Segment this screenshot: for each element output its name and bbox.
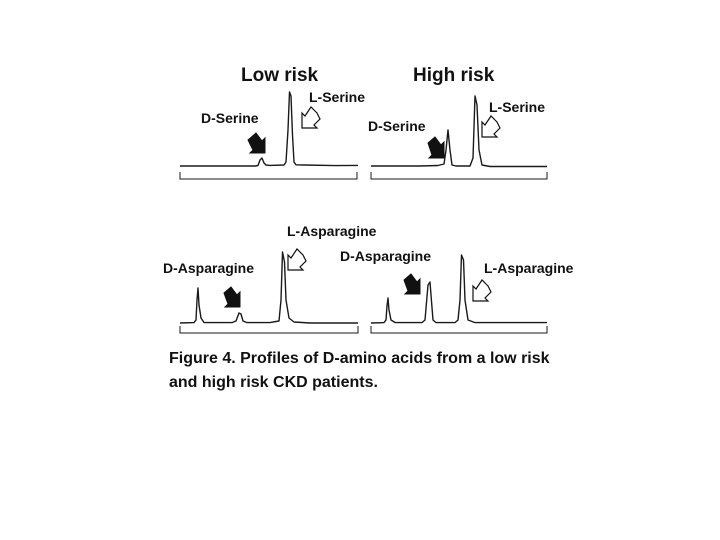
peak-label-high-l-asparagine: L-Asparagine	[484, 260, 574, 276]
panel-title-high-risk: High risk	[413, 65, 495, 86]
panel-low-risk-serine	[179, 91, 359, 180]
figure-caption-line-1: Figure 4. Profiles of D-amino acids from…	[169, 350, 550, 367]
trace-high-serine	[371, 95, 547, 168]
peak-label-low-l-asparagine: L-Asparagine	[287, 223, 377, 239]
peak-label-low-d-serine: D-Serine	[201, 110, 259, 126]
axis-low-asparagine	[179, 326, 359, 334]
peak-label-high-d-serine: D-Serine	[368, 118, 426, 134]
axis-low-serine	[179, 172, 358, 180]
open-arrow-low-l-serine	[301, 106, 321, 129]
panel-high-risk-serine	[370, 95, 548, 180]
filled-arrow-low-d-asparagine	[223, 286, 241, 308]
panel-low-risk-asparagine	[179, 251, 359, 334]
filled-arrow-high-d-serine	[427, 136, 445, 159]
panel-title-low-risk: Low risk	[241, 65, 319, 86]
open-arrow-low-l-asparagine	[287, 248, 307, 271]
trace-high-asparagine	[370, 254, 547, 324]
figure-caption-line-2: and high risk CKD patients.	[169, 374, 378, 391]
axis-high-asparagine	[370, 326, 548, 334]
peak-label-low-l-serine: L-Serine	[309, 89, 366, 105]
open-arrow-high-l-serine	[481, 115, 501, 138]
peak-label-high-l-serine: L-Serine	[489, 99, 546, 115]
filled-arrow-low-d-serine	[247, 132, 266, 154]
peak-label-high-d-asparagine: D-Asparagine	[340, 248, 432, 264]
axis-high-serine	[370, 172, 548, 180]
trace-low-serine	[180, 91, 359, 167]
peak-label-low-d-asparagine: D-Asparagine	[163, 260, 255, 276]
open-arrow-high-l-asparagine	[472, 279, 492, 302]
trace-low-asparagine	[179, 251, 358, 324]
filled-arrow-high-d-asparagine	[403, 273, 421, 295]
panel-high-risk-asparagine	[370, 254, 548, 334]
